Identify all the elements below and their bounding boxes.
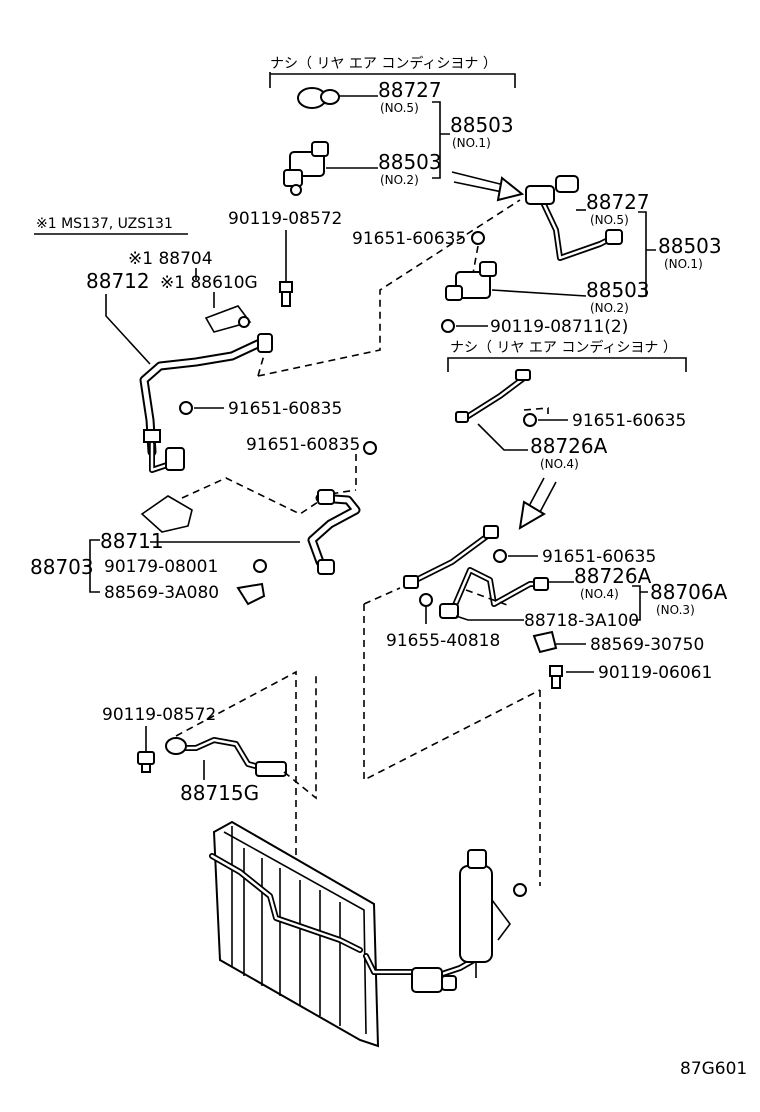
hose-88711 bbox=[307, 489, 361, 575]
label-88503-r2: 88503 bbox=[586, 278, 650, 302]
label-90119-06061: 90119-06061 bbox=[598, 663, 712, 683]
label-91651-60835-a: 91651-60835 bbox=[228, 399, 342, 419]
label-88727-r: 88727 bbox=[586, 190, 650, 214]
label-no1-top: (NO.1) bbox=[452, 136, 491, 150]
bolt-90119-08572-a bbox=[279, 281, 293, 307]
tube-88503-right bbox=[525, 175, 623, 261]
label-88715G: 88715G bbox=[180, 781, 259, 805]
label-88503-r: 88503 bbox=[658, 234, 722, 258]
label-no2-r: (NO.2) bbox=[590, 301, 629, 315]
label-no4-a: (NO.4) bbox=[540, 457, 579, 471]
receiver-dryer bbox=[459, 849, 527, 978]
mid-note: ナシ（ リヤ エア コンディシヨナ ） bbox=[450, 339, 677, 356]
label-90119-08572-b: 90119-08572 bbox=[102, 705, 216, 725]
label-90119-08572-a: 90119-08572 bbox=[228, 209, 342, 229]
label-91655-40818: 91655-40818 bbox=[386, 631, 500, 651]
bolt-90119-08572-b bbox=[137, 751, 155, 773]
label-no2-top: (NO.2) bbox=[380, 173, 419, 187]
bolt-90119-06061 bbox=[549, 665, 563, 689]
bracket-88706A bbox=[632, 585, 648, 621]
dash-top-left bbox=[257, 199, 521, 377]
nut-90179-08001 bbox=[253, 559, 267, 573]
sensor-88610G bbox=[204, 305, 252, 333]
tube-88706A bbox=[439, 567, 549, 619]
cap-88727-top bbox=[297, 87, 378, 109]
bracket-88711 bbox=[140, 495, 193, 533]
nut-91651-60635-c bbox=[493, 549, 507, 563]
label-no5-r: (NO.5) bbox=[590, 213, 629, 227]
valve-88503-top bbox=[283, 141, 378, 196]
label-88727-top: 88727 bbox=[378, 78, 442, 102]
label-88569-30750: 88569-30750 bbox=[590, 635, 704, 655]
tube-88726A-b bbox=[403, 525, 499, 589]
label-88569-3A080: 88569-3A080 bbox=[104, 583, 219, 603]
label-no5-top: (NO.5) bbox=[380, 101, 419, 115]
nut-91651-60835-b bbox=[363, 441, 377, 455]
label-88503-top: 88503 bbox=[450, 113, 514, 137]
model-note: ※1 MS137, UZS131 bbox=[36, 216, 173, 232]
label-88718-3A100: 88718-3A100 bbox=[524, 611, 639, 631]
nut-91655-40818 bbox=[419, 593, 433, 607]
clamp-88569-3A080 bbox=[236, 582, 266, 606]
tube-88715G bbox=[165, 737, 287, 777]
clamp-88569-30750 bbox=[532, 630, 558, 654]
arrow-down bbox=[539, 481, 557, 513]
hose-88712 bbox=[139, 333, 273, 473]
valve-88503-right bbox=[445, 261, 587, 301]
nut-91651-60635-b bbox=[523, 413, 537, 427]
top-note: ナシ（ リヤ エア コンディシヨナ ） bbox=[270, 55, 497, 72]
label-91651-60635-c: 91651-60635 bbox=[542, 547, 656, 567]
label-88503-top2: 88503 bbox=[378, 150, 442, 174]
label-88726A-a: 88726A bbox=[530, 434, 608, 458]
bracket-88503-top bbox=[432, 101, 450, 179]
label-88704: ※1 88704 bbox=[128, 249, 213, 269]
label-88712: 88712 bbox=[86, 269, 150, 293]
top-note-bracket bbox=[269, 72, 516, 88]
nut-91651-60835-a bbox=[179, 401, 193, 415]
connector-block bbox=[411, 967, 457, 993]
label-88610G: ※1 88610G bbox=[160, 273, 258, 293]
label-no1-r: (NO.1) bbox=[664, 257, 703, 271]
label-88726A-b: 88726A bbox=[574, 564, 652, 588]
mid-note-bracket bbox=[447, 357, 687, 372]
bracket-88703 bbox=[84, 539, 100, 593]
label-91651-60835-b: 91651-60835 bbox=[246, 435, 360, 455]
tube-88726A-a bbox=[455, 369, 531, 423]
bolt-90119-08711 bbox=[441, 319, 455, 333]
figure-code: 87G601 bbox=[680, 1059, 747, 1079]
label-no3: (NO.3) bbox=[656, 603, 695, 617]
bracket-88503-r bbox=[638, 211, 656, 297]
label-90179-08001: 90179-08001 bbox=[104, 557, 218, 577]
arrow-head-down bbox=[518, 500, 546, 530]
label-no4-b: (NO.4) bbox=[580, 587, 619, 601]
label-88706A: 88706A bbox=[650, 580, 728, 604]
label-91651-60635-b: 91651-60635 bbox=[572, 411, 686, 431]
label-88703: 88703 bbox=[30, 555, 94, 579]
nut-91651-60635-a bbox=[471, 231, 485, 245]
label-88711: 88711 bbox=[100, 529, 164, 553]
label-91651-60635-a: 91651-60635 bbox=[352, 229, 466, 249]
arrow-head-top bbox=[496, 176, 525, 202]
condenser bbox=[209, 820, 477, 1048]
label-90119-08711: 90119-08711(2) bbox=[490, 317, 628, 337]
